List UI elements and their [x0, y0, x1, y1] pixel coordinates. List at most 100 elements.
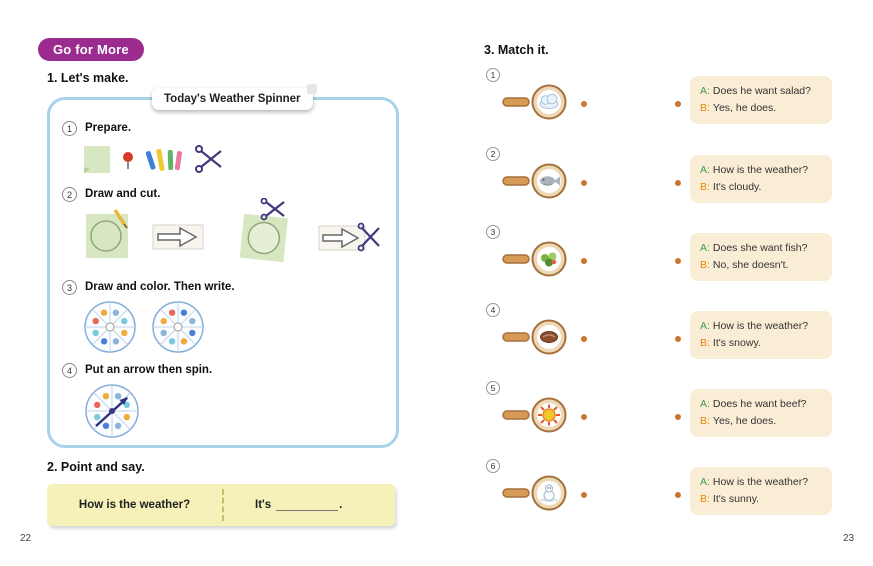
plate-snow-image: [502, 475, 567, 511]
match-item: 6 A:How is the weather? B:It's sunny.: [486, 459, 838, 521]
match-dot-dialogue[interactable]: [675, 180, 681, 186]
speech-question: How is the weather?: [78, 499, 191, 511]
sticky-note-icon: [84, 146, 110, 173]
speaker-b-label: B:: [700, 181, 710, 193]
speaker-a-line: A:Does she want fish?: [700, 241, 822, 255]
speaker-a-line: A:How is the weather?: [700, 163, 822, 177]
match-dot-dialogue[interactable]: [675, 336, 681, 342]
item-number: 2: [486, 147, 500, 161]
step-number: 4: [62, 363, 77, 378]
activity-panel: 1 Prepare. 2 Draw and cut.: [47, 97, 399, 448]
sun-icon: [538, 404, 560, 426]
match-item: 4 A:How is the weather? B:It's snowy.: [486, 303, 838, 365]
speech-box-divider: [222, 489, 224, 521]
cloud-icon: [539, 93, 559, 109]
answer-blank-line[interactable]: [276, 499, 339, 511]
speaker-a-label: A:: [700, 398, 710, 410]
plate-sun-image: [502, 397, 567, 433]
answer-prefix: It's: [255, 499, 272, 511]
match-dot-picture[interactable]: [581, 414, 587, 420]
dialogue-box: A:Does he want beef? B:Yes, he does.: [690, 389, 832, 437]
beef-icon: [540, 331, 558, 343]
plate-salad-image: [502, 241, 567, 277]
salad-icon: [541, 252, 557, 267]
speaker-b-text: Yes, he does.: [712, 415, 777, 427]
item-number: 4: [486, 303, 500, 317]
cut-arrow-icon: [318, 222, 380, 252]
match-dot-picture[interactable]: [581, 492, 587, 498]
speaker-a-label: A:: [700, 85, 710, 97]
speaker-a-text: How is the weather?: [712, 164, 809, 176]
item-number: 1: [486, 68, 500, 82]
speaker-b-label: B:: [700, 337, 710, 349]
speaker-b-line: B:Yes, he does.: [700, 101, 822, 115]
speaker-a-text: Does he want beef?: [712, 398, 807, 410]
match-dot-picture[interactable]: [581, 101, 587, 107]
activity3-title: 3. Match it.: [484, 43, 549, 57]
go-for-more-badge: Go for More: [38, 38, 144, 61]
speaker-b-line: B:It's cloudy.: [700, 180, 822, 194]
step-label: Draw and color. Then write.: [85, 281, 235, 293]
step-number: 3: [62, 280, 77, 295]
push-pin-icon: [123, 152, 133, 169]
step-label: Put an arrow then spin.: [85, 364, 213, 376]
speaker-b-text: It's sunny.: [712, 493, 760, 505]
item-number: 5: [486, 381, 500, 395]
step-label: Draw and cut.: [85, 188, 161, 200]
fish-icon: [540, 176, 560, 186]
plate-fish-image: [502, 163, 567, 199]
match-dot-dialogue[interactable]: [675, 492, 681, 498]
dialogue-box: A:How is the weather? B:It's cloudy.: [690, 155, 832, 203]
spinner-wheel-icon: [152, 301, 204, 353]
speaker-a-line: A:How is the weather?: [700, 475, 822, 489]
dialogue-box: A:Does he want salad? B:Yes, he does.: [690, 76, 832, 124]
speaker-b-text: It's snowy.: [712, 337, 761, 349]
cut-circle-icon: [239, 198, 288, 263]
speaker-a-text: How is the weather?: [712, 320, 809, 332]
speech-answer: It's .: [255, 484, 342, 526]
speaker-b-line: B:It's sunny.: [700, 492, 822, 506]
arrow-paper-icon: [152, 224, 204, 250]
match-dot-dialogue[interactable]: [675, 101, 681, 107]
markers-icon: [145, 148, 182, 171]
activity1-title: 1. Let's make.: [47, 71, 129, 85]
speaker-a-text: Does she want fish?: [712, 242, 808, 254]
speaker-a-line: A:Does he want beef?: [700, 397, 822, 411]
step-number: 2: [62, 187, 77, 202]
dialogue-box: A:How is the weather? B:It's snowy.: [690, 311, 832, 359]
speaker-b-label: B:: [700, 102, 710, 114]
plate-beef-image: [502, 319, 567, 355]
match-item: 5 A:Does he want beef? B:Yes, he does.: [486, 381, 838, 443]
match-item: 1 A:Does he want salad? B:Yes, he does.: [486, 68, 838, 130]
dialogue-box: A:How is the weather? B:It's sunny.: [690, 467, 832, 515]
speaker-b-label: B:: [700, 259, 710, 271]
match-dot-dialogue[interactable]: [675, 258, 681, 264]
speaker-b-label: B:: [700, 493, 710, 505]
match-dot-dialogue[interactable]: [675, 414, 681, 420]
speaker-b-text: Yes, he does.: [712, 102, 777, 114]
match-dot-picture[interactable]: [581, 180, 587, 186]
speaker-b-label: B:: [700, 415, 710, 427]
activity2-title: 2. Point and say.: [47, 460, 145, 474]
item-number: 3: [486, 225, 500, 239]
speaker-a-label: A:: [700, 320, 710, 332]
page-number-right: 23: [843, 533, 855, 544]
step-label: Prepare.: [85, 122, 132, 134]
match-item: 2 A:How is the weather? B:It's cloudy.: [486, 147, 838, 209]
speaker-b-text: No, she doesn't.: [712, 259, 789, 271]
speaker-b-line: B:No, she doesn't.: [700, 258, 822, 272]
speaker-a-line: A:How is the weather?: [700, 319, 822, 333]
scissors-icon: [195, 145, 222, 173]
speaker-a-text: How is the weather?: [712, 476, 809, 488]
speaker-a-label: A:: [700, 164, 710, 176]
match-dot-picture[interactable]: [581, 258, 587, 264]
speaker-b-line: B:Yes, he does.: [700, 414, 822, 428]
page-number-left: 22: [20, 533, 32, 544]
match-dot-picture[interactable]: [581, 336, 587, 342]
step-number: 1: [62, 121, 77, 136]
plate-cloud-image: [502, 84, 567, 120]
speaker-a-label: A:: [700, 242, 710, 254]
speaker-b-line: B:It's snowy.: [700, 336, 822, 350]
paper-circle-icon: [86, 209, 128, 258]
